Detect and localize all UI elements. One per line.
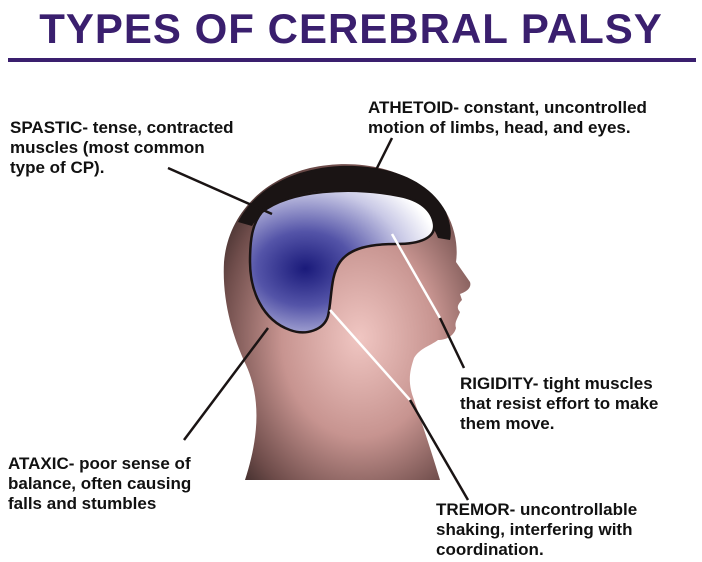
athetoid-label: ATHETOID- constant, uncontrolled motion … (368, 98, 698, 138)
spastic-label: SPASTIC- tense, contracted muscles (most… (10, 118, 310, 178)
rigidity-label: RIGIDITY- tight muscles that resist effo… (460, 374, 700, 434)
ataxic-label: ATAXIC- poor sense of balance, often cau… (8, 454, 268, 514)
tremor-label: TREMOR- uncontrollable shaking, interfer… (436, 500, 696, 560)
